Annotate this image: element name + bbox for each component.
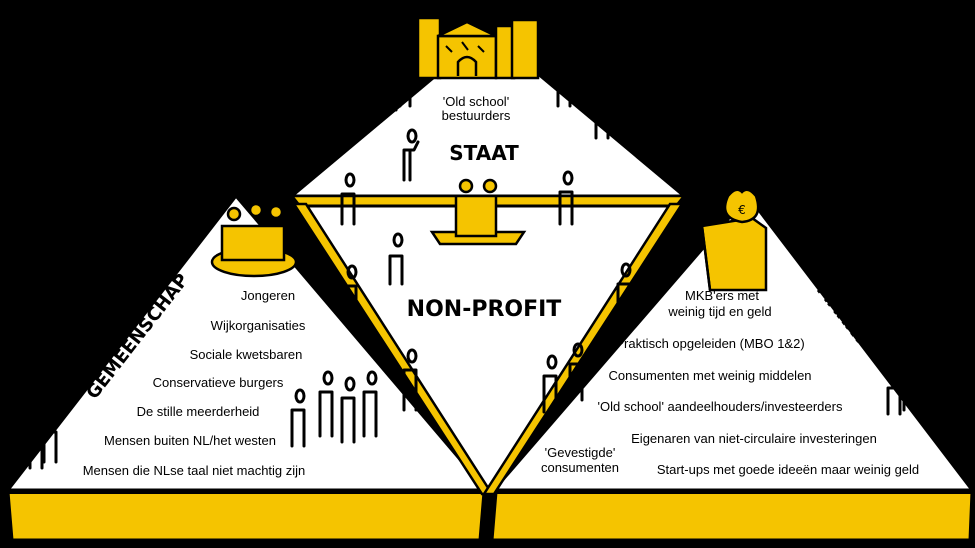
list-item: Mensen die NLse taal niet machtig zijn <box>83 463 306 478</box>
list-item: 'Old school' aandeelhouders/investeerder… <box>598 399 843 414</box>
markt-consumers-label-2: consumenten <box>541 460 619 475</box>
money-bag-icon: € <box>723 188 760 224</box>
staat-group-label-1: 'Old school' <box>443 94 509 109</box>
list-item: Wijkorganisaties <box>211 318 306 333</box>
cash-register-icon <box>700 216 768 292</box>
staat-group-label-2: bestuurders <box>442 108 511 123</box>
handshake-icon <box>429 178 527 246</box>
list-item: Mensen buiten NL/het westen <box>104 433 276 448</box>
list-item: De stille meerderheid <box>137 404 260 419</box>
list-item: Consumenten met weinig middelen <box>608 368 811 383</box>
left-base-slab <box>6 490 486 542</box>
markt-face <box>490 193 975 492</box>
list-item: Praktisch opgeleiden (MBO 1&2) <box>615 336 804 351</box>
list-item: Jongeren <box>241 288 295 303</box>
list-item: Sociale kwetsbaren <box>190 347 303 362</box>
community-round-table-icon <box>210 202 298 278</box>
svg-text:€: € <box>738 203 746 217</box>
list-item: weinig tijd en geld <box>667 304 771 319</box>
staat-title: STAAT <box>449 141 519 165</box>
person-icon <box>28 64 918 470</box>
right-base-slab <box>490 490 974 542</box>
gemeenschap-face <box>4 193 490 492</box>
markt-group-list: MKB'ers met weinig tijd en geld Praktisc… <box>598 288 920 477</box>
gemeenschap-group-list: Jongeren Wijkorganisaties Sociale kwetsb… <box>83 288 306 478</box>
list-item: Eigenaren van niet-circulaire investerin… <box>631 431 877 446</box>
markt-consumers-label-1: 'Gevestigde' <box>545 445 616 460</box>
list-item: Conservatieve burgers <box>153 375 284 390</box>
non-profit-title: NON-PROFIT <box>407 297 562 322</box>
list-item: Start-ups met goede ideeën maar weinig g… <box>657 462 919 477</box>
government-building-icon <box>416 16 540 80</box>
list-item: MKB'ers met <box>685 288 759 303</box>
